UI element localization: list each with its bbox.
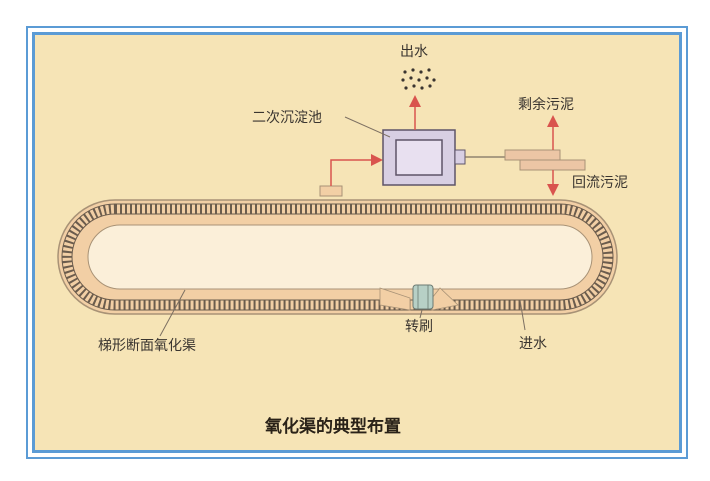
channel-label: 梯形断面氧化渠 — [98, 338, 196, 354]
rotor-brush — [379, 284, 459, 311]
ditch-central-island — [87, 224, 593, 290]
excess-sludge-channel — [504, 149, 561, 161]
return-sludge-channel — [519, 159, 586, 171]
rotor-leader — [419, 309, 423, 319]
outlet-box — [319, 185, 343, 197]
channel-leader — [159, 289, 186, 337]
figure-caption: 氧化渠的典型布置 — [264, 416, 401, 437]
ditch-band-outline-out — [61, 203, 614, 311]
secondary-clarifier — [382, 129, 466, 186]
rotor-label: 转刷 — [405, 319, 433, 335]
outlet-water-label: 出水 — [400, 44, 428, 60]
clarifier-leader — [344, 116, 391, 138]
return-sludge-label: 回流污泥 — [572, 175, 628, 191]
inlet-leader — [519, 299, 526, 331]
pipe-to-clarifier — [330, 154, 383, 186]
secondary-clarifier-label: 二次沉淀池 — [252, 110, 322, 126]
outlet-water-dots — [401, 68, 436, 90]
inlet-water-label: 进水 — [519, 336, 547, 352]
oxidation-ditch — [57, 199, 618, 315]
ditch-band-outline-in — [71, 213, 604, 301]
excess-sludge-label: 剩余污泥 — [518, 96, 574, 113]
ditch-hatch-band — [62, 204, 613, 310]
